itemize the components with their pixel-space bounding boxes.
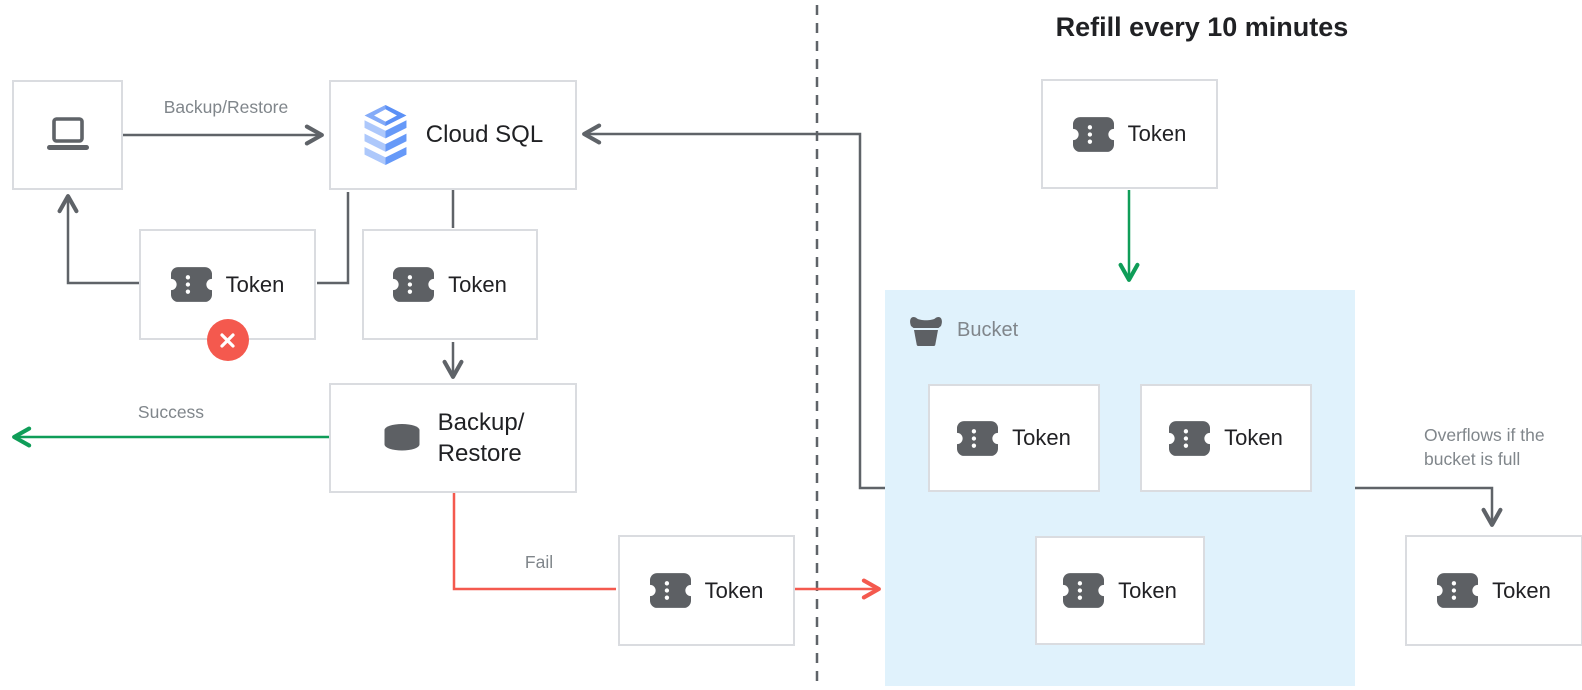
token-label: Token bbox=[1118, 577, 1177, 603]
token-label: Token bbox=[225, 271, 285, 297]
fail-edge-label: Fail bbox=[524, 552, 554, 572]
bucket-token-1: Token bbox=[928, 384, 1100, 492]
bucket-token-3: Token bbox=[1035, 536, 1205, 645]
token-icon bbox=[1063, 573, 1105, 608]
token-icon bbox=[957, 420, 999, 456]
bucket-icon bbox=[910, 317, 942, 346]
backup-restore-label: Backup/ Restore bbox=[437, 408, 525, 467]
refill-title: Refill every 10 minutes bbox=[1055, 12, 1349, 42]
token-overflow-node: Token bbox=[1405, 535, 1582, 646]
token-icon bbox=[1169, 420, 1211, 456]
token-label: Token bbox=[1492, 577, 1551, 603]
overflow-edge-label: Overflows if the bucket is full bbox=[1424, 425, 1545, 469]
client-node bbox=[12, 80, 123, 190]
edge-bucket-to-cloudsql-arrow bbox=[582, 123, 885, 490]
token-icon bbox=[1437, 573, 1479, 608]
token-rejected-node: Token bbox=[139, 229, 316, 361]
token-refill-node: Token bbox=[1041, 79, 1218, 189]
bucket-token-2: Token bbox=[1140, 384, 1312, 492]
token-icon bbox=[649, 573, 691, 608]
token-label: Token bbox=[1224, 425, 1283, 450]
token-icon bbox=[393, 267, 435, 302]
cloud-sql-icon bbox=[364, 104, 407, 165]
x-circle-icon bbox=[206, 319, 249, 361]
token-label: Token bbox=[448, 271, 507, 297]
token-label: Token bbox=[704, 577, 764, 603]
bucket-label: Bucket bbox=[957, 318, 1019, 341]
bucket-region: Bucket Token Token Toke bbox=[885, 290, 1355, 686]
token-pending-node: Token bbox=[362, 229, 538, 340]
cloud-sql-node: Cloud SQL bbox=[329, 80, 577, 190]
edge-token-to-cloudsql bbox=[317, 192, 350, 285]
token-fail-node: Token bbox=[618, 535, 795, 646]
success-edge-label: Success bbox=[137, 402, 205, 422]
laptop-icon bbox=[46, 117, 89, 150]
database-icon bbox=[384, 424, 420, 451]
token-label: Token bbox=[1012, 425, 1071, 450]
backup-restore-node: Backup/ Restore bbox=[329, 383, 577, 493]
token-icon bbox=[1072, 116, 1114, 152]
token-icon bbox=[170, 267, 212, 302]
edge-token-to-client-arrow bbox=[57, 194, 139, 285]
cloud-sql-label: Cloud SQL bbox=[425, 121, 544, 148]
token-label: Token bbox=[1127, 121, 1187, 146]
edge-overflow-arrow bbox=[1355, 486, 1503, 527]
bucket-header: Bucket bbox=[909, 314, 1018, 346]
request-edge-label: Backup/Restore bbox=[163, 97, 289, 117]
